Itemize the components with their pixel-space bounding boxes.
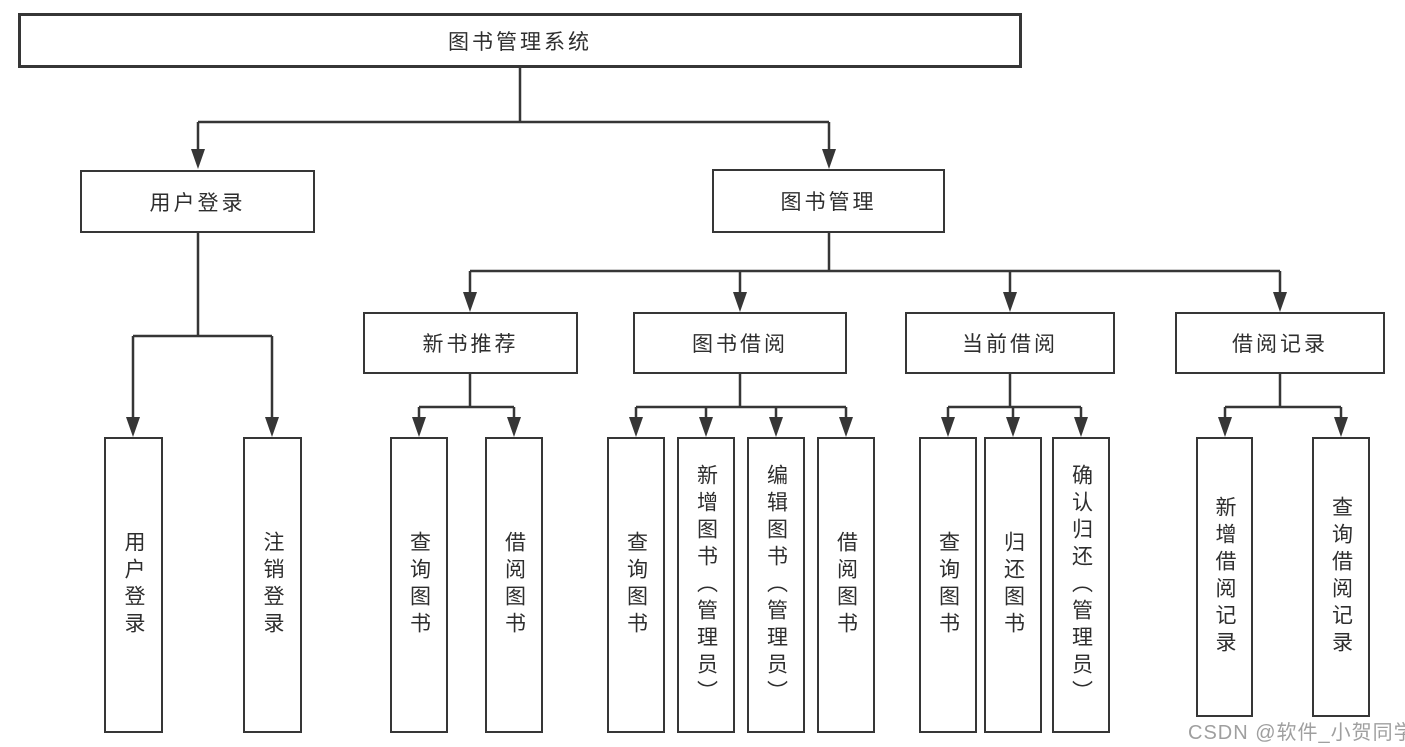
leaf-label: 查询图书: [936, 531, 960, 639]
leaf-add-borrow-record: 新增借阅记录: [1196, 437, 1253, 717]
leaf-query-borrow-record: 查询借阅记录: [1312, 437, 1370, 717]
node-label: 图书管理: [780, 191, 877, 214]
node-book-management: 图书管理: [712, 169, 945, 233]
leaf-edit-books-admin: 编辑图书（管理员）: [747, 437, 805, 733]
leaf-query-books: 查询图书: [919, 437, 977, 733]
leaf-query-books: 查询图书: [607, 437, 665, 733]
node-label: 图书借阅: [692, 333, 788, 356]
leaf-logout: 注销登录: [243, 437, 302, 733]
leaf-add-books-admin: 新增图书（管理员）: [677, 437, 735, 733]
leaf-label: 新增借阅记录: [1213, 496, 1236, 658]
leaf-label: 用户登录: [122, 531, 145, 639]
node-library-management-system: 图书管理系统: [18, 13, 1022, 68]
node-label: 当前借阅: [962, 333, 1058, 356]
csdn-watermark: CSDN @软件_小贺同学: [1188, 722, 1405, 744]
leaf-return-books: 归还图书: [984, 437, 1042, 733]
leaf-borrow-books: 借阅图书: [817, 437, 875, 733]
leaf-label: 查询图书: [624, 531, 648, 639]
leaf-label: 编辑图书（管理员）: [764, 463, 788, 707]
leaf-label: 查询图书: [407, 531, 431, 639]
node-user-login: 用户登录: [80, 170, 315, 233]
leaf-label: 新增图书（管理员）: [694, 463, 718, 707]
leaf-label: 归还图书: [1001, 531, 1025, 639]
leaf-confirm-return-admin: 确认归还（管理员）: [1052, 437, 1110, 733]
node-label: 用户登录: [149, 191, 246, 215]
leaf-label: 借阅图书: [834, 531, 858, 639]
node-label: 新书推荐: [422, 333, 519, 356]
node-book-borrow: 图书借阅: [633, 312, 847, 374]
leaf-user-login: 用户登录: [104, 437, 163, 733]
leaf-label: 确认归还（管理员）: [1069, 463, 1093, 707]
node-current-borrow: 当前借阅: [905, 312, 1115, 374]
node-label: 借阅记录: [1232, 333, 1328, 356]
leaf-query-books: 查询图书: [390, 437, 448, 733]
node-new-book-recommend: 新书推荐: [363, 312, 578, 374]
node-label: 图书管理系统: [448, 30, 592, 54]
node-borrow-records: 借阅记录: [1175, 312, 1385, 374]
leaf-label: 注销登录: [261, 531, 284, 639]
leaf-label: 查询借阅记录: [1329, 496, 1353, 658]
leaf-label: 借阅图书: [502, 531, 526, 639]
leaf-borrow-books: 借阅图书: [485, 437, 543, 733]
